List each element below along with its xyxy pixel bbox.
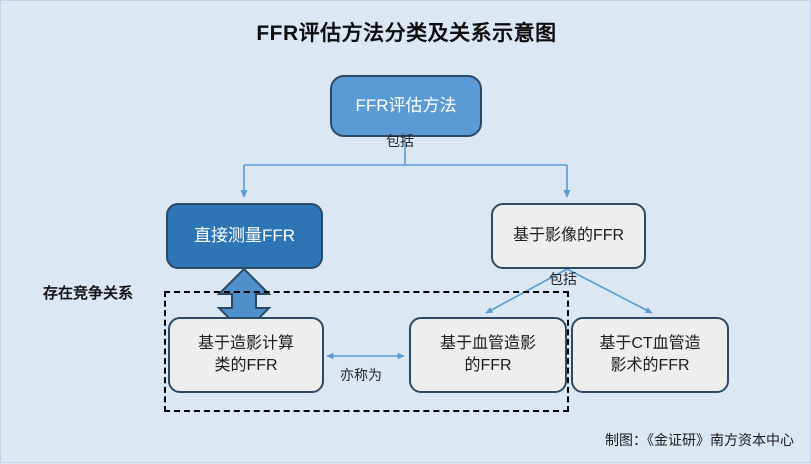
- node-label: 直接测量FFR: [193, 225, 296, 245]
- node-label-line1: 基于造影计算: [197, 335, 294, 353]
- footer-credit: 制图：《金证研》南方资本中心: [605, 434, 794, 449]
- annotation-competition-relation: 存在竞争关系: [43, 285, 134, 302]
- node-label-multiline: 基于CT血管造 影术的FFR: [599, 333, 700, 376]
- node-label-line1: 基于血管造影: [439, 335, 536, 353]
- node-label-line2: 的FFR: [464, 357, 512, 374]
- node-ffr-assessment-method[interactable]: FFR评估方法: [330, 75, 482, 137]
- node-label-line2: 类的FFR: [214, 357, 278, 374]
- node-label-line1: 基于CT血管造: [599, 335, 701, 353]
- edge-label-root-includes: 包括: [386, 133, 414, 149]
- node-imaging-based-ffr[interactable]: 基于影像的FFR: [491, 203, 646, 269]
- node-ct-angiography-ffr[interactable]: 基于CT血管造 影术的FFR: [571, 317, 729, 393]
- edge-label-imaging-includes: 包括: [549, 271, 577, 287]
- node-angiography-calculated-ffr[interactable]: 基于造影计算 类的FFR: [168, 317, 324, 393]
- node-label-multiline: 基于造影计算 类的FFR: [198, 333, 294, 376]
- node-label-line2: 影术的FFR: [610, 357, 690, 374]
- node-label-multiline: 基于血管造影 的FFR: [440, 333, 536, 376]
- node-direct-measurement-ffr[interactable]: 直接测量FFR: [166, 203, 323, 269]
- edge-label-also-called: 亦称为: [340, 367, 382, 383]
- competition-group-box: [164, 291, 569, 412]
- node-vascular-angiography-ffr[interactable]: 基于血管造影 的FFR: [409, 317, 567, 393]
- node-label: 基于影像的FFR: [512, 227, 625, 245]
- page-title: FFR评估方法分类及关系示意图: [256, 22, 557, 45]
- node-label: FFR评估方法: [355, 95, 457, 115]
